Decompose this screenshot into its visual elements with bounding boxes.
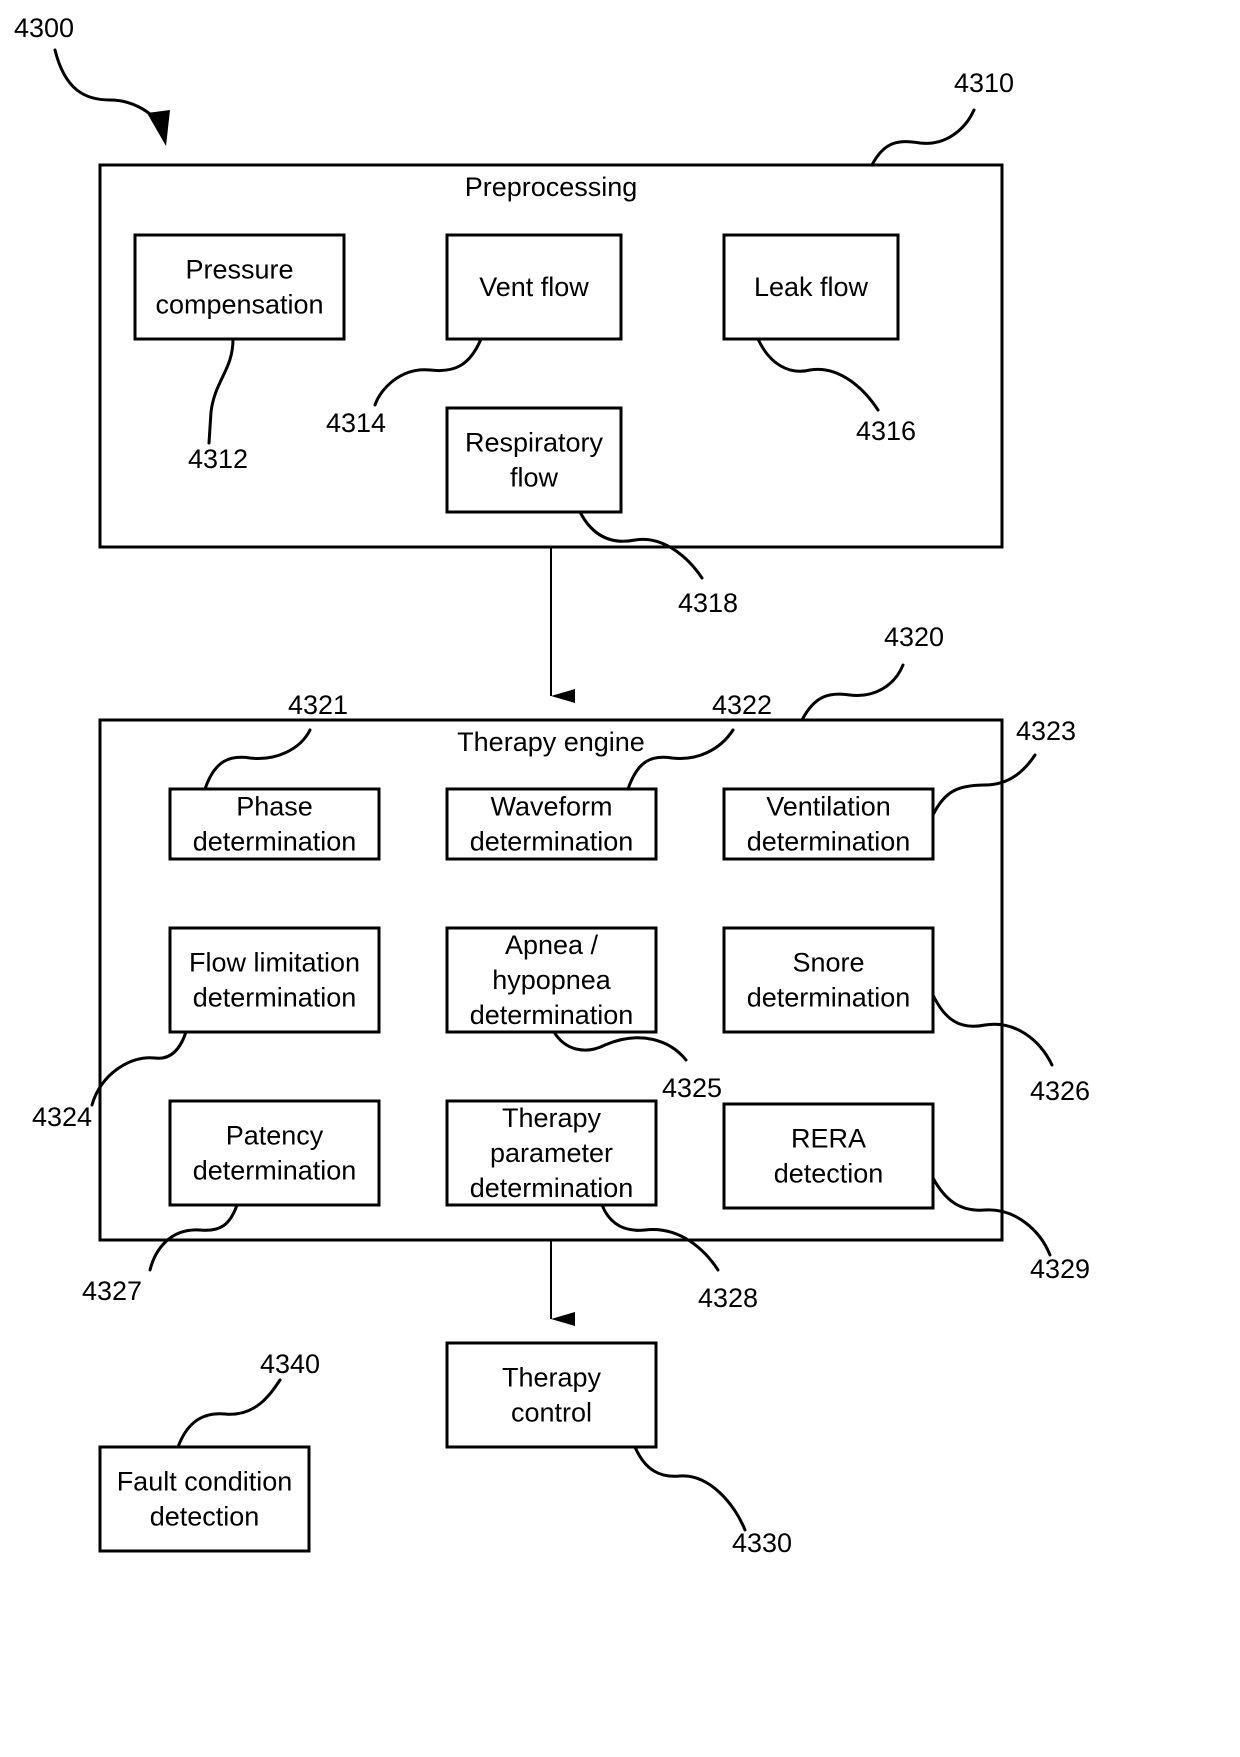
waveform-determination-ref-label: 4322 bbox=[712, 690, 772, 720]
phase-determination-label-line: determination bbox=[193, 827, 357, 857]
phase-determination-label-line: Phase bbox=[236, 792, 313, 822]
therapy-parameter-determination-label-line: determination bbox=[470, 1173, 634, 1203]
leak-flow-label-line: Leak flow bbox=[754, 272, 869, 302]
fault-condition-detection-block: Fault condition detection 4340 bbox=[100, 1349, 320, 1551]
therapy-parameter-determination-label-line: Therapy bbox=[502, 1103, 602, 1133]
waveform-determination-label-line: Waveform bbox=[490, 792, 612, 822]
flow-limitation-determination-ref-label: 4324 bbox=[32, 1102, 92, 1132]
respiratory-flow-box bbox=[447, 408, 621, 512]
ventilation-determination-ref-label: 4323 bbox=[1016, 716, 1076, 746]
flow-limitation-determination-label-line: determination bbox=[193, 983, 357, 1013]
leak-flow-ref-label: 4316 bbox=[856, 416, 916, 446]
therapy-parameter-determination-ref-label: 4328 bbox=[698, 1283, 758, 1313]
rera-detection-block: RERA detection 4329 bbox=[724, 1104, 1090, 1284]
respiratory-flow-label-line: Respiratory bbox=[465, 428, 604, 458]
snore-determination-box bbox=[724, 928, 933, 1032]
pressure-compensation-label-line: Pressure bbox=[185, 255, 293, 285]
patency-determination-ref-label: 4327 bbox=[82, 1276, 142, 1306]
patency-determination-box bbox=[170, 1101, 379, 1205]
apnea-hypopnea-determination-ref-label: 4325 bbox=[662, 1073, 722, 1103]
figure-ref-arrowhead-icon bbox=[147, 110, 170, 146]
flow-limitation-determination-label-line: Flow limitation bbox=[189, 948, 360, 978]
pressure-compensation-label-line: compensation bbox=[155, 290, 323, 320]
preprocessing-title: Preprocessing bbox=[465, 172, 638, 202]
flow-limitation-determination-box bbox=[170, 928, 379, 1032]
preprocessing-ref-label: 4310 bbox=[954, 68, 1014, 98]
therapy-engine-title: Therapy engine bbox=[457, 727, 645, 757]
respiratory-flow-ref-label: 4318 bbox=[678, 588, 738, 618]
apnea-hypopnea-determination-label-line: determination bbox=[470, 1000, 634, 1030]
preprocessing-ref-leader bbox=[872, 110, 974, 165]
snore-determination-ref-label: 4326 bbox=[1030, 1076, 1090, 1106]
apnea-hypopnea-determination-label-line: hypopnea bbox=[492, 965, 612, 995]
respiratory-flow-label-line: flow bbox=[510, 463, 559, 493]
apnea-hypopnea-determination-label-line: Apnea / bbox=[505, 930, 599, 960]
patency-determination-label-line: Patency bbox=[226, 1121, 324, 1151]
therapy-control-ref-label: 4330 bbox=[732, 1528, 792, 1558]
pressure-compensation-ref-label: 4312 bbox=[188, 444, 248, 474]
snore-determination-label-line: determination bbox=[747, 983, 911, 1013]
therapy-control-ref-leader bbox=[635, 1447, 745, 1530]
rera-detection-box bbox=[724, 1104, 933, 1208]
fault-condition-detection-box bbox=[100, 1447, 309, 1551]
ventilation-determination-label-line: Ventilation bbox=[766, 792, 891, 822]
rera-detection-ref-label: 4329 bbox=[1030, 1254, 1090, 1284]
fault-condition-detection-ref-label: 4340 bbox=[260, 1349, 320, 1379]
therapy-engine-ref-leader bbox=[802, 665, 903, 720]
therapy-control-box bbox=[447, 1343, 656, 1447]
waveform-determination-label-line: determination bbox=[470, 827, 634, 857]
phase-determination-ref-label: 4321 bbox=[288, 690, 348, 720]
therapy-control-block: Therapy control 4330 bbox=[447, 1343, 792, 1558]
vent-flow-label-line: Vent flow bbox=[479, 272, 589, 302]
rera-detection-label-line: detection bbox=[774, 1159, 884, 1189]
fault-condition-detection-label-line: Fault condition bbox=[117, 1467, 293, 1497]
figure-ref-arrow bbox=[55, 50, 160, 125]
rera-detection-label-line: RERA bbox=[791, 1124, 866, 1154]
therapy-parameter-determination-label-line: parameter bbox=[490, 1138, 613, 1168]
fault-condition-detection-label-line: detection bbox=[150, 1502, 260, 1532]
therapy-engine-ref-label: 4320 bbox=[884, 622, 944, 652]
ventilation-determination-label-line: determination bbox=[747, 827, 911, 857]
pressure-compensation-box bbox=[135, 235, 344, 339]
snore-determination-label-line: Snore bbox=[792, 948, 864, 978]
patency-determination-label-line: determination bbox=[193, 1156, 357, 1186]
therapy-control-label-line: control bbox=[511, 1398, 592, 1428]
figure-ref-label: 4300 bbox=[14, 13, 74, 43]
vent-flow-ref-label: 4314 bbox=[326, 408, 386, 438]
fault-condition-detection-ref-leader bbox=[178, 1380, 280, 1447]
therapy-control-label-line: Therapy bbox=[502, 1363, 602, 1393]
